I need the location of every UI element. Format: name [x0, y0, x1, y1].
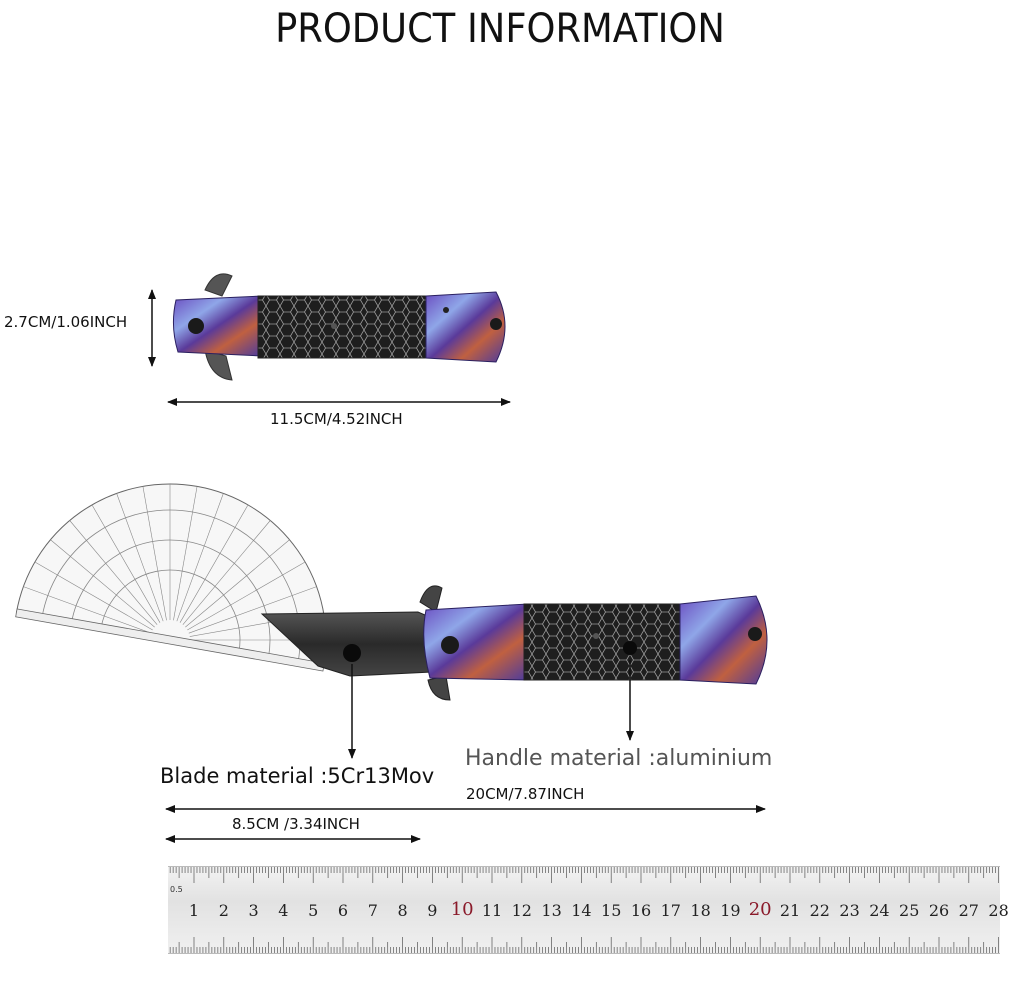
ruler-number: 26: [928, 901, 950, 920]
protractor-ray: [91, 504, 161, 623]
ruler-ticks: [169, 867, 999, 953]
page-title: PRODUCT INFORMATION: [275, 6, 725, 52]
protractor-ray: [142, 486, 167, 621]
ruler-number: 2: [218, 901, 229, 920]
ruler-number: 6: [337, 901, 349, 920]
protractor-ray: [173, 486, 198, 621]
protractor-ray: [23, 586, 152, 634]
ruler-number: 4: [278, 901, 289, 920]
ruler-number: 17: [660, 901, 681, 920]
total-length-label: 20CM/7.87INCH: [466, 785, 585, 803]
ruler-number: 24: [869, 901, 890, 920]
handle-material-label: Handle material :aluminium: [465, 746, 773, 771]
protractor-ray: [187, 561, 306, 631]
ruler-number: 12: [511, 901, 532, 920]
ruler-number: 13: [541, 901, 562, 920]
ruler-number: 21: [779, 901, 801, 920]
closed-height-label: 2.7CM/1.06INCH: [4, 313, 128, 331]
protractor-ray: [176, 493, 224, 622]
ruler-number: 19: [720, 901, 741, 920]
ruler-number: 7: [367, 901, 378, 920]
ruler-number: 5: [308, 901, 319, 920]
ruler-number: 1: [188, 901, 200, 920]
ruler-number: 27: [958, 901, 979, 920]
blade-length-label: 8.5CM /3.34INCH: [232, 815, 360, 833]
closed-knife-image: [172, 273, 506, 381]
ruler-start-mark: 0.5: [170, 885, 183, 894]
protractor-ray: [188, 586, 317, 634]
ruler-number: 15: [601, 901, 622, 920]
ruler-number: 18: [690, 901, 711, 920]
ruler-number: 14: [571, 901, 592, 920]
ruler-number: 23: [839, 901, 860, 920]
ruler-number: 22: [809, 901, 830, 920]
protractor-ray: [179, 504, 249, 623]
protractor-ray: [50, 539, 155, 628]
protractor-ray: [169, 484, 171, 620]
protractor-ray: [34, 561, 153, 631]
ruler-number: 25: [899, 901, 920, 920]
open-knife-image: [260, 585, 768, 701]
ruler-number: 10: [450, 899, 474, 920]
ruler-number: 20: [748, 899, 772, 920]
blade-material-label: Blade material :5Cr13Mov: [160, 764, 435, 788]
ruler-number: 3: [248, 901, 259, 920]
ruler-number: 9: [427, 901, 438, 920]
protractor-ray: [185, 539, 290, 628]
protractor-ray: [116, 493, 164, 622]
ruler-number: 8: [397, 901, 408, 920]
ruler-number: 16: [630, 901, 652, 920]
closed-length-label: 11.5CM/4.52INCH: [270, 410, 403, 428]
protractor-ray: [69, 520, 158, 625]
ruler-number: 11: [481, 901, 503, 920]
ruler-number: 28: [988, 901, 1009, 920]
protractor-ray: [182, 520, 271, 625]
